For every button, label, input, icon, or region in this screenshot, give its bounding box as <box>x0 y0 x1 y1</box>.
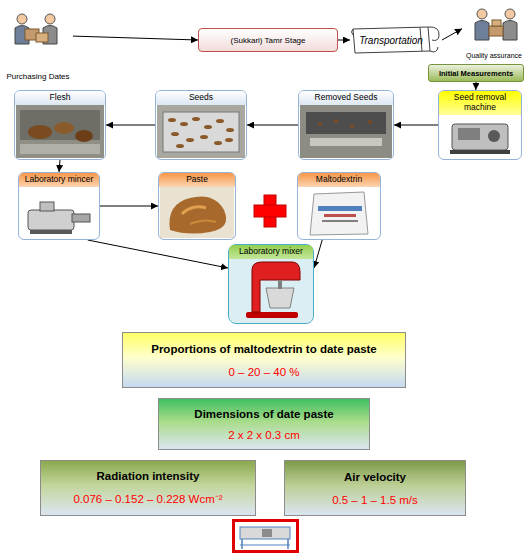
node-label: Laboratory mixer <box>229 245 313 259</box>
purchase-node: Purchasing Dates <box>3 8 73 82</box>
band-value: 0 – 20 – 40 % <box>229 366 300 378</box>
flow-arrow <box>442 29 462 40</box>
flow-arrow <box>106 125 155 126</box>
node-label: Initial Measurements <box>436 69 516 78</box>
node-label: Quality assurance <box>466 52 522 60</box>
photo-box: Maltodextrin <box>297 172 381 240</box>
parameter-band: Dimensions of date paste 2 x 2 x 0.3 cm <box>158 398 370 450</box>
mincer-photo <box>20 198 98 238</box>
parameter-band: Radiation intensity 0.076 – 0.152 – 0.228… <box>40 460 256 516</box>
node-label: Laboratory mincer <box>19 173 99 187</box>
node-label: Paste <box>159 173 235 187</box>
paste-photo <box>160 187 234 238</box>
band-title: Radiation intensity <box>97 470 200 482</box>
plus-sign <box>254 195 286 227</box>
flow-arrow <box>73 36 198 40</box>
flow-arrow <box>394 125 438 126</box>
seeds-photo <box>157 105 245 158</box>
measure-tag: Initial Measurements <box>428 64 524 82</box>
node-label: Removed Seeds <box>299 91 393 105</box>
flow-arrow <box>88 240 228 268</box>
flow-arrow <box>314 240 322 268</box>
transport-scroll: Transportation <box>350 24 442 56</box>
flesh-photo <box>16 105 104 158</box>
parameter-band: Air velocity 0.5 – 1 – 1.5 m/s <box>284 460 466 516</box>
quality-icon <box>475 9 517 40</box>
band-title: Dimensions of date paste <box>194 408 333 420</box>
purchasing-icon <box>15 14 57 44</box>
photo-box: Paste <box>158 172 236 240</box>
flow-arrow <box>475 82 476 90</box>
quality-node: Quality assurance <box>462 6 526 60</box>
band-value: 0.076 – 0.152 – 0.228 Wcm⁻² <box>73 491 222 506</box>
dryer-photo <box>234 521 298 552</box>
removed-seeds-photo <box>300 105 392 158</box>
node-label: Maltodextrin <box>298 173 380 187</box>
flow-arrow <box>338 40 350 41</box>
node-label: Transportation <box>359 35 423 46</box>
band-value: 2 x 2 x 0.3 cm <box>228 429 300 441</box>
band-title: Air velocity <box>344 471 406 483</box>
stage-box: (Sukkari) Tamr Stage <box>198 28 338 52</box>
maltodextrin-photo <box>299 187 379 238</box>
parameter-band: Proportions of maltodextrin to date past… <box>122 332 406 388</box>
mixer-photo <box>229 245 313 323</box>
flow-arrow <box>100 206 158 207</box>
band-value: 0.5 – 1 – 1.5 m/s <box>332 494 418 506</box>
photo-box: Removed Seeds <box>298 90 394 160</box>
node-label: Seeds <box>156 91 246 105</box>
node-label: (Sukkari) Tamr Stage <box>227 36 310 45</box>
seed-removal-machine-photo <box>440 116 520 158</box>
band-title: Proportions of maltodextrin to date past… <box>151 343 377 355</box>
flow-arrow <box>247 125 298 126</box>
node-label: Flesh <box>15 91 105 105</box>
node-label: Seed removal machine <box>439 91 521 115</box>
photo-box: Laboratory mincer <box>18 172 100 240</box>
photo-box: Seeds <box>155 90 247 160</box>
photo-box: Flesh <box>14 90 106 160</box>
photo-box: Laboratory mixer <box>228 244 314 324</box>
photo-box: Seed removal machine <box>438 90 522 160</box>
flow-arrow <box>59 160 60 172</box>
node-label: Purchasing Dates <box>6 73 69 82</box>
